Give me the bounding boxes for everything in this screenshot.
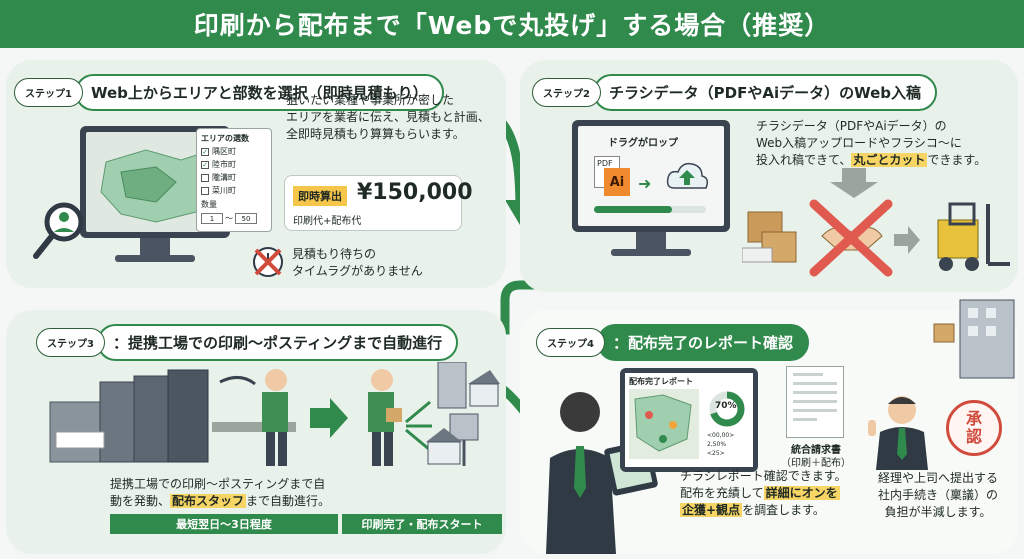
area-option[interactable]: ✓隅区町 [201, 147, 236, 156]
approval-stamp-icon: 承 認 [946, 400, 1002, 456]
upload-progress-bar [594, 206, 706, 213]
step4-description: チラシレポート確認できます。 配布を充績して詳細にオンを 企獲+観点を調査します… [680, 469, 847, 517]
area-map [86, 132, 224, 232]
cloud-upload-icon [666, 162, 709, 189]
no-wait-clock-icon [253, 247, 283, 277]
step3-heading: ステップ3 ：提携工場での印刷〜ポスティングまで自動進行 [36, 324, 459, 361]
businessman-icon [546, 392, 616, 554]
report-title: 配布完了レポート [629, 377, 693, 386]
step4-heading: ステップ4 ：配布完了のレポート確認 [536, 324, 809, 361]
step3-illustration [49, 362, 500, 466]
arrow-down-icon [830, 168, 878, 198]
step1-heading: ステップ1 Web上からエリアと部数を選択（即時見積もり） [14, 74, 444, 111]
step3-badge: ステップ3 [36, 328, 105, 357]
upload-screen: ドラグがロップ PDF Ai ➜ [578, 126, 724, 226]
area-option[interactable]: 菜川町 [201, 185, 267, 196]
step4-right-description: 経理や上司へ提出する 社内手続き（稟議）の 負担が半減します。 [877, 471, 998, 519]
instant-quote-tag: 即時算出 [293, 186, 347, 206]
forklift-icon [937, 219, 979, 259]
invoice-label: 統合請求書 （印刷＋配布） [781, 445, 851, 469]
page-title: 印刷から配布まで「Webで丸投げ」する場合（推奨） [193, 11, 831, 40]
map-icon [100, 149, 217, 223]
step2-description: チラシデータ（PDFやAiデータ）の Web入稿アップロードやフラシコ〜に 投入… [756, 119, 987, 167]
header-bar: 印刷から配布まで「Webで丸投げ」する場合（推奨） [0, 0, 1024, 48]
step2-badge: ステップ2 [532, 78, 601, 107]
step1-description: 狙いたい業種や事業所が密した エリアを業者に伝え、見積もと計画、 全即時見積もり… [286, 93, 490, 141]
step3-title: ：提携工場での印刷〜ポスティングまで自動進行 [96, 324, 459, 361]
paper-stack-icon [742, 247, 773, 263]
step2-title: チラシデータ（PDFやAiデータ）のWeb入稿 [592, 74, 938, 111]
house-icon [468, 370, 500, 384]
report-monitor: 配布完了レポート 70% <00,00> 2,50% <25> [620, 368, 758, 472]
instant-quote-box: 即時算出 ¥150,000 印刷代+配布代 [284, 175, 473, 231]
worker-icon [265, 369, 287, 391]
step4-title: ：配布完了のレポート確認 [596, 324, 809, 361]
mailbox-icon [449, 413, 479, 441]
area-option[interactable]: 隴溝町 [201, 172, 267, 183]
checkbox-checked-icon[interactable]: ✓ [201, 160, 209, 169]
report-screen: 配布完了レポート 70% <00,00> 2,50% <25> [625, 373, 753, 467]
timeline-duration: 最短翌日〜3日程度 [110, 514, 338, 534]
checkbox-checked-icon[interactable]: ✓ [201, 147, 209, 156]
area-select-box: エリアの選数 ✓隅区町 ✓陸市町 隴溝町 菜川町 数量 1 〜 50 [196, 128, 272, 232]
distribution-map-icon [629, 389, 699, 459]
manager-icon [868, 396, 928, 470]
area-select-title: エリアの選数 [201, 134, 249, 143]
report-percentage: 70% [715, 401, 737, 411]
step2-monitor: ドラグがロップ PDF Ai ➜ [572, 120, 730, 256]
step4-badge: ステップ4 [536, 328, 605, 357]
donut-chart-icon [709, 391, 745, 427]
quote-price-note: 印刷代+配布代 [293, 216, 362, 227]
arrow-curve-icon [219, 376, 256, 386]
drag-drop-label: ドラグがロップ [608, 138, 678, 149]
house-icon [426, 428, 462, 442]
arrow-right-icon [894, 226, 920, 254]
area-option[interactable]: ✓陸市町 [201, 160, 236, 169]
timeline-start: 印刷完了・配布スタート [342, 514, 502, 534]
step2-illustration [742, 168, 1010, 277]
qty-from-input[interactable]: 1 [201, 213, 223, 224]
qty-to-input[interactable]: 50 [235, 213, 257, 224]
step1-badge: ステップ1 [14, 78, 83, 107]
building-icon [437, 362, 467, 409]
office-building-icon [933, 299, 1015, 379]
delivery-staff-icon [371, 369, 393, 391]
qty-label: 数量 [201, 200, 217, 209]
step3-description: 提携工場での印刷〜ポスティングまで自 動を発動、配布スタッフまで自動進行。 [110, 477, 331, 508]
step1-title: Web上からエリアと部数を選択（即時見積もり） [74, 74, 444, 111]
qty-range: 1 〜 50 [201, 213, 267, 224]
invoice-document-icon [786, 366, 844, 438]
paper-icon [55, 431, 105, 449]
checkbox-empty-icon[interactable] [201, 173, 209, 182]
step2-heading: ステップ2 チラシデータ（PDFやAiデータ）のWeb入稿 [532, 74, 938, 111]
checkbox-empty-icon[interactable] [201, 186, 209, 195]
ai-file-icon: Ai [604, 168, 630, 196]
step1-note: 見積もり待ちの タイムラグがありません [292, 247, 423, 278]
arrow-right-icon [310, 398, 348, 438]
report-stats: <00,00> 2,50% <25> [707, 432, 735, 457]
quote-price: ¥150,000 [357, 180, 473, 205]
search-magnifier-icon [33, 202, 84, 259]
arrow-right-icon: ➜ [638, 174, 652, 193]
